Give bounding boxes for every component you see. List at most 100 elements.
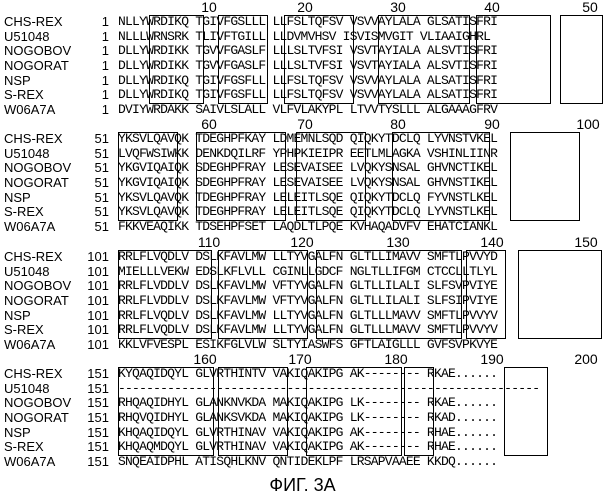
sequence-row: NSP 1 DLLYWRDIKQ TGIVFGSFLL LLFSLTQFSV V… — [0, 74, 605, 89]
alignment-block-4: 160 170 180 190 200 CHS-REX 151 KYQAQIDQ… — [0, 352, 605, 470]
sequence-start: 1 — [84, 59, 109, 74]
sequence-residues: RRLFLVDDLV DSLKFAVLMW VFTYVGALFN GLTLLIL… — [118, 279, 497, 294]
sequence-name: NOGOBOV — [4, 161, 71, 176]
sequence-start: 101 — [84, 250, 109, 265]
position-label: 30 — [383, 0, 413, 15]
sequence-start: 51 — [84, 161, 109, 176]
sequence-name: NOGOBOV — [4, 279, 71, 294]
sequence-row: NOGOBOV 1 DLLYWRDIKK TGVVFGASLF LLLSLTVF… — [0, 44, 605, 59]
sequence-row: CHS-REX 101 RRLFLVQDLV DSLKFAVLMW LLTYVG… — [0, 250, 605, 265]
sequence-start: 101 — [84, 279, 109, 294]
sequence-row: U51048 101 MIELLLVEKW EDSLKFLVLL CGINLLG… — [0, 265, 605, 280]
sequence-name: W06A7A — [4, 338, 55, 353]
sequence-row: W06A7A 51 FKKVEAQIKK TDSEHPFSET LAQDLTLP… — [0, 220, 605, 235]
sequence-residues: FKKVEAQIKK TDSEHPFSET LAQDLTLPQE KVHAQAD… — [118, 220, 497, 235]
sequence-row: U51048 151 -----------------------------… — [0, 382, 605, 397]
sequence-name: U51048 — [4, 382, 50, 397]
sequence-start: 151 — [84, 426, 109, 441]
sequence-start: 51 — [84, 147, 109, 162]
sequence-residues: RRLFLVDDLV DSLKFAVLMW VFTYVGALFN GLTLLIL… — [118, 294, 497, 309]
sequence-name: CHS-REX — [4, 250, 63, 265]
sequence-start: 101 — [84, 294, 109, 309]
sequence-name: CHS-REX — [4, 367, 63, 382]
sequence-residues: DLLYWRDIKQ TGIVFGSFLL LLFSLTQFSV VSVVAYL… — [118, 88, 497, 103]
sequence-start: 101 — [84, 323, 109, 338]
sequence-name: NSP — [4, 74, 31, 89]
sequence-row: NOGOBOV 51 YKGVIQAIQK SDEGHPFRAY LESEVAI… — [0, 161, 605, 176]
sequence-row: NOGORAT 51 YKGVIQAIQK SDEGHPFRAY LESEVAI… — [0, 176, 605, 191]
position-label: 80 — [383, 117, 413, 132]
position-label: 180 — [381, 352, 411, 367]
sequence-name: U51048 — [4, 265, 50, 280]
sequence-residues: DLLYWRDIKK TGVVFGASLF LLLSLTVFSI VSVTAYI… — [118, 59, 497, 74]
sequence-start: 1 — [84, 74, 109, 89]
sequence-start: 1 — [84, 30, 109, 45]
position-label: 100 — [573, 117, 603, 132]
sequence-name: NSP — [4, 426, 31, 441]
sequence-row: CHS-REX 151 KYQAQIDQYL GLVRTHINTV VAKIQA… — [0, 367, 605, 382]
sequence-row: CHS-REX 1 NLLYWRDIKQ TGIVFGSLLL LLFSLTQF… — [0, 15, 605, 30]
sequence-start: 101 — [84, 338, 109, 353]
sequence-row: NOGORAT 101 RRLFLVDDLV DSLKFAVLMW VFTYVG… — [0, 294, 605, 309]
sequence-row: S-REX 101 RRLFLVQDLV DSLKFAVLMW LLTYVGAL… — [0, 323, 605, 338]
sequence-residues: KHQAQIDQYL GLVRTHINAV VAKIQAKIPG AK-----… — [118, 426, 497, 441]
position-label: 70 — [290, 117, 320, 132]
sequence-residues: RHQAQIDHYL GLANKNVKDA MAKIQAKIPG LK-----… — [118, 396, 497, 411]
position-label: 200 — [571, 352, 601, 367]
sequence-residues: DLLYWRDIKK TGVVFGASLF LLLSLTVFSI VSVTAYI… — [118, 44, 497, 59]
alignment-block-1: 10 20 30 40 50 CHS-REX 1 NLLYWRDIKQ TGIV… — [0, 0, 605, 118]
sequence-residues: LVQFWSIWKK DENKDQILRF YPHPKIEIPR EETLMLA… — [118, 147, 497, 162]
sequence-residues: KYQAQIDQYL GLVRTHINTV VAKIQAKIPG AK-----… — [118, 367, 497, 382]
sequence-residues: RRLFLVQDLV DSLKFAVLMW LLTYVGALFN GLTLLIM… — [118, 250, 497, 265]
sequence-name: S-REX — [4, 323, 44, 338]
sequence-start: 1 — [84, 88, 109, 103]
sequence-start: 151 — [84, 440, 109, 455]
sequence-residues: NLLLWRNSRK TLIVFTGILL LLDVMVHSV ISVISMVG… — [118, 30, 490, 45]
sequence-name: S-REX — [4, 440, 44, 455]
sequence-name: NSP — [4, 191, 31, 206]
position-label: 10 — [194, 0, 224, 15]
sequence-row: S-REX 1 DLLYWRDIKQ TGIVFGSFLL LLFSLTQFSV… — [0, 88, 605, 103]
sequence-start: 101 — [84, 309, 109, 324]
sequence-start: 151 — [84, 367, 109, 382]
sequence-start: 51 — [84, 191, 109, 206]
sequence-name: W06A7A — [4, 103, 55, 118]
position-label: 140 — [477, 235, 507, 250]
sequence-name: NOGOBOV — [4, 396, 71, 411]
sequence-row: CHS-REX 51 YKSVLQAVQK TDEGHPFKAY LDMEMNL… — [0, 132, 605, 147]
figure-caption: ФИГ. 3А — [0, 474, 605, 496]
position-label: 50 — [575, 0, 605, 15]
sequence-start: 51 — [84, 220, 109, 235]
sequence-start: 151 — [84, 455, 109, 470]
sequence-residues: RHQVQIDHYL GLANKSVKDA MAKIQAKIPG LK-----… — [118, 411, 497, 426]
sequence-name: NOGOBOV — [4, 44, 71, 59]
sequence-residues: KHQAQMDQYL GLVRTHINAV VAKIQAKIPG AK-----… — [118, 440, 497, 455]
sequence-name: NOGORAT — [4, 59, 69, 74]
sequence-name: NOGORAT — [4, 294, 69, 309]
position-label: 170 — [285, 352, 315, 367]
sequence-name: CHS-REX — [4, 15, 63, 30]
position-label: 120 — [287, 235, 317, 250]
sequence-residues: YKSVLQAVQK TDEGHPFRAY LELEITLSQE QIQKYTD… — [118, 191, 497, 206]
sequence-residues: YKGVIQAIQK SDEGHPFRAY LESEVAISEE LVQKYSN… — [118, 161, 497, 176]
sequence-start: 1 — [84, 15, 109, 30]
sequence-residues: MIELLLVEKW EDSLKFLVLL CGINLLGDCF NGLTLLI… — [118, 265, 497, 280]
sequence-residues: YKSVLQAVQK TDEGHPFKAY LDMEMNLSQD QIQKYTD… — [118, 132, 497, 147]
sequence-name: U51048 — [4, 147, 50, 162]
sequence-row: NOGOBOV 101 RRLFLVDDLV DSLKFAVLMW VFTYVG… — [0, 279, 605, 294]
sequence-name: S-REX — [4, 205, 44, 220]
sequence-name: U51048 — [4, 30, 50, 45]
sequence-residues: YKGVIQAIQK SDEGHPFRAY LESEVAISEE LVQKYSN… — [118, 176, 497, 191]
position-ruler: 60 70 80 90 100 — [0, 117, 605, 132]
sequence-row: NSP 101 RRLFLVQDLV DSLKFAVLMW LLTYVGALFN… — [0, 309, 605, 324]
alignment-block-3: 110 120 130 140 150 CHS-REX 101 RRLFLVQD… — [0, 235, 605, 353]
position-ruler: 160 170 180 190 200 — [0, 352, 605, 367]
sequence-row: U51048 51 LVQFWSIWKK DENKDQILRF YPHPKIEI… — [0, 147, 605, 162]
sequence-row: S-REX 151 KHQAQMDQYL GLVRTHINAV VAKIQAKI… — [0, 440, 605, 455]
sequence-start: 151 — [84, 382, 109, 397]
position-label: 40 — [477, 0, 507, 15]
position-label: 20 — [290, 0, 320, 15]
sequence-row: NOGOBOV 151 RHQAQIDHYL GLANKNVKDA MAKIQA… — [0, 396, 605, 411]
sequence-start: 1 — [84, 44, 109, 59]
